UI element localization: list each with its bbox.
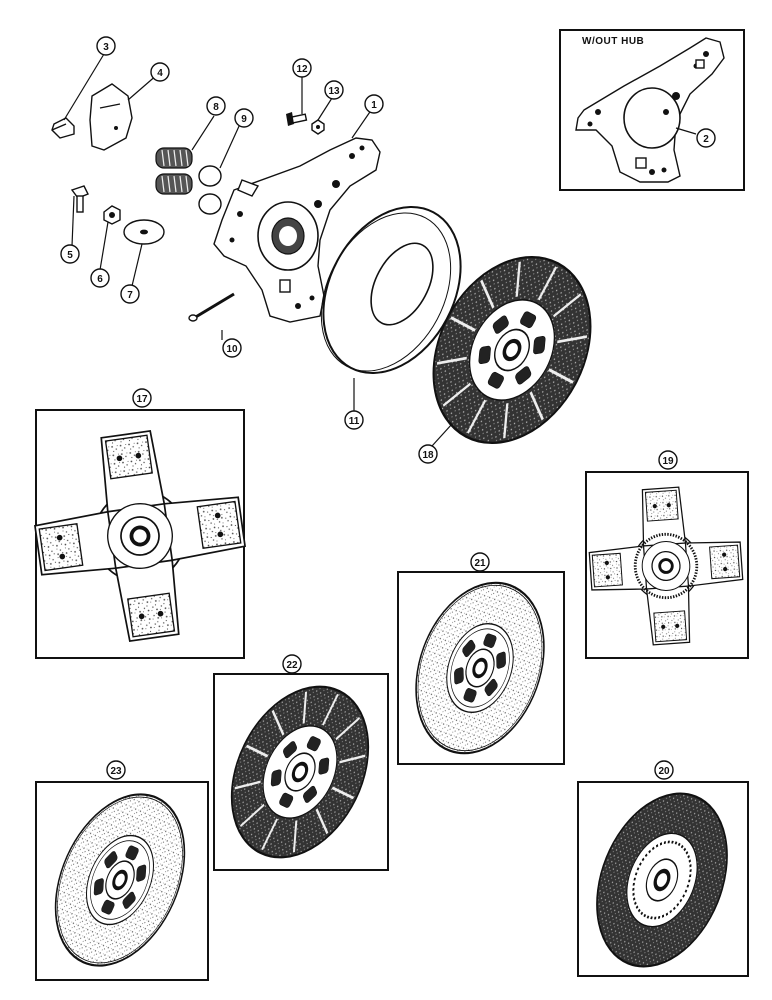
svg-text:9: 9 <box>241 114 247 125</box>
svg-text:11: 11 <box>349 416 360 427</box>
svg-text:23: 23 <box>110 766 122 777</box>
callout-13: 13 <box>324 80 344 100</box>
svg-text:13: 13 <box>328 86 340 97</box>
svg-text:19: 19 <box>662 456 674 467</box>
svg-text:22: 22 <box>286 660 298 671</box>
part-10-pin <box>188 292 235 322</box>
leader-lines <box>63 53 697 447</box>
svg-text:17: 17 <box>136 394 148 405</box>
callout-6: 6 <box>90 268 110 288</box>
svg-text:21: 21 <box>474 558 486 569</box>
inset-label: W/OUT HUB <box>582 36 644 47</box>
part-12-bolt <box>286 112 308 126</box>
callout-9: 9 <box>234 108 254 128</box>
pressure-plate-ring-icon <box>320 206 462 374</box>
button-disc-19-icon <box>585 483 747 649</box>
svg-text:10: 10 <box>226 344 238 355</box>
part-4-lock-plate <box>89 83 133 151</box>
part-9-cups <box>198 165 222 215</box>
inset-cover-plate-icon <box>575 37 725 183</box>
callout-11: 11 <box>344 410 364 430</box>
part-8-springs <box>155 147 193 195</box>
callout-20: 20 <box>654 760 674 780</box>
callout-22: 22 <box>282 654 302 674</box>
callout-10: 10 <box>222 338 242 358</box>
callout-2: 2 <box>696 128 716 148</box>
clutch-cover-plate-icon <box>213 137 381 323</box>
svg-text:5: 5 <box>67 250 73 261</box>
svg-text:3: 3 <box>103 42 109 53</box>
svg-text:6: 6 <box>97 274 103 285</box>
callout-3: 3 <box>96 36 116 56</box>
callout-19: 19 <box>658 450 678 470</box>
part-5-bolt <box>70 185 89 213</box>
svg-text:2: 2 <box>703 134 709 145</box>
svg-text:4: 4 <box>157 68 163 79</box>
callout-18: 18 <box>418 444 438 464</box>
svg-text:7: 7 <box>127 290 133 301</box>
part-7-washer <box>123 219 165 245</box>
callout-1: 1 <box>364 94 384 114</box>
clutch-disc-20-icon <box>596 792 728 968</box>
svg-text:18: 18 <box>422 450 434 461</box>
callout-4: 4 <box>150 62 170 82</box>
callout-12: 12 <box>292 58 312 78</box>
callout-7: 7 <box>120 284 140 304</box>
callout-23: 23 <box>106 760 126 780</box>
part-13-nut <box>311 119 325 135</box>
callout-17: 17 <box>132 388 152 408</box>
callout-5: 5 <box>60 244 80 264</box>
part-6-nut <box>103 205 121 225</box>
part-3-block <box>51 117 75 139</box>
svg-text:12: 12 <box>296 64 308 75</box>
callout-21: 21 <box>470 552 490 572</box>
callout-8: 8 <box>206 96 226 116</box>
svg-text:8: 8 <box>213 102 219 113</box>
svg-text:1: 1 <box>371 100 377 111</box>
svg-text:20: 20 <box>658 766 670 777</box>
